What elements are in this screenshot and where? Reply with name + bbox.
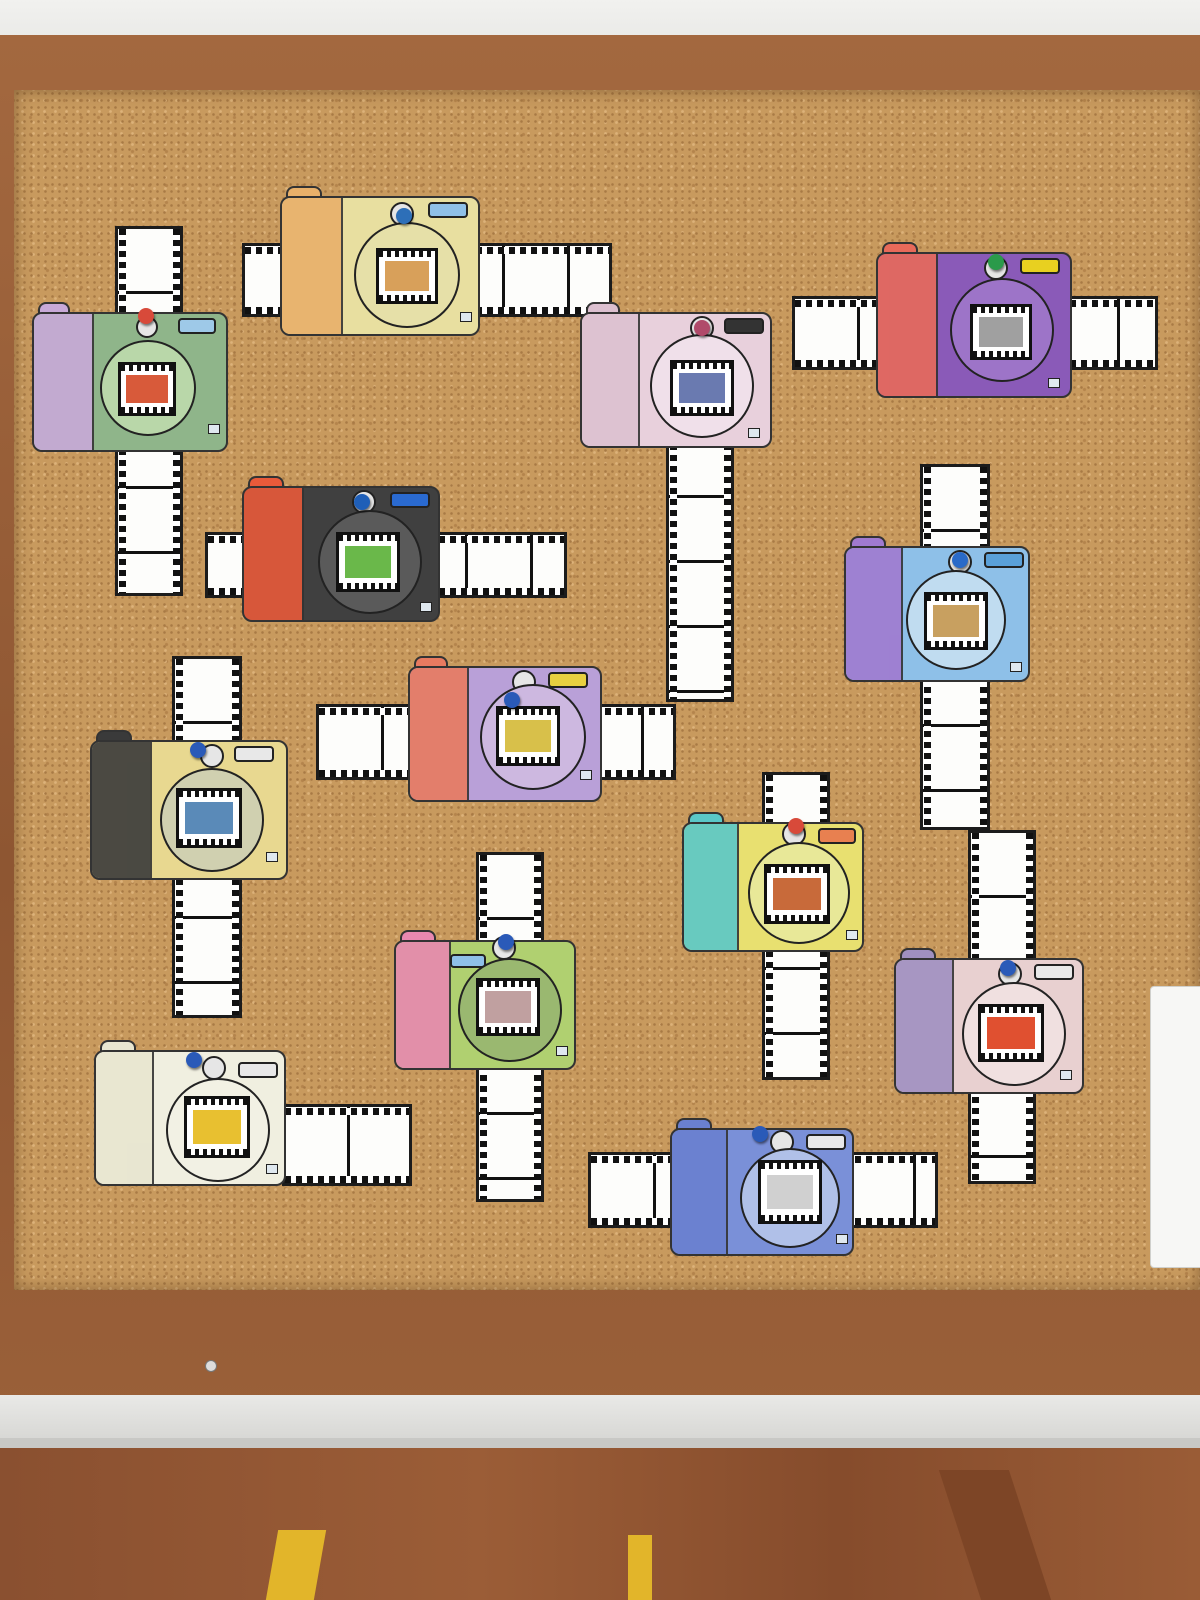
photo-window bbox=[764, 864, 830, 924]
camera-flash bbox=[178, 318, 216, 334]
camera-flash bbox=[234, 746, 274, 762]
photo-window bbox=[670, 360, 734, 416]
kid-drawing bbox=[978, 317, 1024, 347]
camera-indicator bbox=[1010, 662, 1022, 672]
camera-flash bbox=[390, 492, 430, 508]
camera-grip bbox=[244, 488, 305, 620]
camera-indicator bbox=[580, 770, 592, 780]
kid-drawing bbox=[773, 877, 821, 911]
kid-drawing bbox=[185, 801, 233, 835]
kid-drawing bbox=[504, 719, 552, 753]
camera-indicator bbox=[266, 1164, 278, 1174]
push-pin bbox=[354, 494, 370, 510]
photo-window bbox=[184, 1096, 250, 1158]
camera-grip bbox=[92, 742, 153, 878]
camera-grip bbox=[410, 668, 469, 800]
kid-drawing bbox=[678, 373, 726, 403]
push-pin bbox=[952, 552, 968, 568]
shutter-button bbox=[202, 1056, 226, 1080]
kid-drawing bbox=[987, 1017, 1035, 1049]
camera-flash bbox=[1020, 258, 1060, 274]
camera-indicator bbox=[1048, 378, 1060, 388]
camera-grip bbox=[896, 960, 954, 1092]
push-pin bbox=[396, 208, 412, 224]
sill-edge bbox=[0, 1438, 1200, 1450]
camera-grip bbox=[96, 1052, 155, 1184]
camera-indicator bbox=[1060, 1070, 1072, 1080]
camera-grip bbox=[878, 254, 938, 396]
camera-lens bbox=[354, 222, 460, 328]
photo-window bbox=[376, 248, 438, 304]
chair-leg bbox=[628, 1535, 652, 1600]
camera-flash bbox=[1034, 964, 1074, 980]
camera-flash bbox=[450, 954, 486, 968]
camera-indicator bbox=[836, 1234, 848, 1244]
push-pin bbox=[138, 308, 154, 324]
kid-drawing bbox=[193, 1110, 241, 1144]
photo-window bbox=[970, 304, 1032, 360]
push-pin bbox=[1000, 960, 1016, 976]
push-pin bbox=[694, 320, 710, 336]
photo-window bbox=[758, 1160, 822, 1224]
kid-drawing bbox=[932, 605, 980, 637]
kid-drawing bbox=[484, 991, 532, 1023]
photo-window bbox=[118, 362, 176, 416]
camera-flash bbox=[984, 552, 1024, 568]
camera-indicator bbox=[460, 312, 472, 322]
camera-indicator bbox=[266, 852, 278, 862]
frame-screw bbox=[205, 1360, 217, 1372]
push-pin bbox=[186, 1052, 202, 1068]
photo-window bbox=[978, 1004, 1044, 1062]
camera-indicator bbox=[420, 602, 432, 612]
camera-grip bbox=[396, 942, 452, 1068]
camera-indicator bbox=[556, 1046, 568, 1056]
photo-window bbox=[924, 592, 988, 650]
camera-grip bbox=[846, 548, 903, 680]
paper-note bbox=[1150, 986, 1200, 1268]
window-sill bbox=[0, 1395, 1200, 1445]
camera-grip bbox=[672, 1130, 728, 1254]
camera-flash bbox=[724, 318, 764, 334]
camera-flash bbox=[428, 202, 468, 218]
camera-indicator bbox=[846, 930, 858, 940]
push-pin bbox=[988, 254, 1004, 270]
photo-window bbox=[176, 788, 242, 848]
push-pin bbox=[752, 1126, 768, 1142]
photo-window bbox=[336, 532, 400, 592]
push-pin bbox=[190, 742, 206, 758]
camera-grip bbox=[282, 198, 343, 334]
camera-grip bbox=[582, 314, 641, 446]
camera-flash bbox=[238, 1062, 278, 1078]
camera-indicator bbox=[748, 428, 760, 438]
camera-indicator bbox=[208, 424, 220, 434]
kid-drawing bbox=[126, 374, 168, 404]
photo-window bbox=[496, 706, 560, 766]
push-pin bbox=[788, 818, 804, 834]
camera-grip bbox=[34, 314, 94, 450]
kid-drawing bbox=[766, 1174, 814, 1210]
photo-window bbox=[476, 978, 540, 1036]
kid-drawing bbox=[384, 261, 430, 291]
camera-flash bbox=[818, 828, 856, 844]
camera-flash bbox=[806, 1134, 846, 1150]
push-pin bbox=[504, 692, 520, 708]
push-pin bbox=[498, 934, 514, 950]
kid-drawing bbox=[344, 545, 392, 579]
film-strip bbox=[282, 1104, 412, 1186]
film-strip bbox=[666, 430, 734, 702]
camera-flash bbox=[548, 672, 588, 688]
camera-grip bbox=[684, 824, 740, 950]
